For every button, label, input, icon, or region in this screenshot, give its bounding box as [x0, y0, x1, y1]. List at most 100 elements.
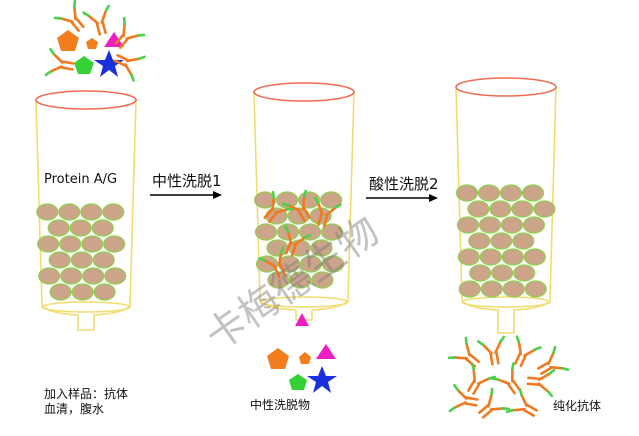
- bead: [512, 232, 535, 250]
- bead: [267, 271, 290, 289]
- neutral-eluate-group: [267, 344, 337, 393]
- bead: [58, 203, 81, 221]
- column-rim: [455, 77, 557, 97]
- antibody-icon: [505, 335, 542, 372]
- antibody-icon: [476, 335, 510, 368]
- bead: [103, 235, 126, 253]
- antibody-icon: [532, 345, 570, 384]
- column-rim: [253, 82, 355, 102]
- bead: [511, 200, 534, 218]
- bead: [310, 239, 333, 257]
- bead: [320, 191, 343, 209]
- column-3: [455, 77, 557, 334]
- orange-pentagon-icon: [86, 38, 98, 49]
- purified-antibody-label: 纯化抗体: [553, 398, 601, 413]
- bead: [70, 251, 93, 269]
- bead: [254, 191, 277, 209]
- sample-label-line2: 血清，腹水: [44, 402, 104, 416]
- antibody-icon: [53, 0, 93, 39]
- antibody-icon: [505, 387, 543, 426]
- column-body: [455, 86, 557, 334]
- arrow-step-1: [150, 191, 222, 199]
- green-pentagon-icon: [74, 56, 94, 74]
- bead: [480, 280, 503, 298]
- arrow-step-2: [366, 194, 438, 202]
- bead: [321, 255, 345, 273]
- bead: [478, 216, 501, 234]
- bead: [81, 235, 104, 253]
- bead: [102, 203, 125, 221]
- bead: [49, 283, 72, 301]
- bead: [92, 251, 115, 269]
- column-rim: [35, 90, 137, 110]
- bead: [500, 216, 523, 234]
- bead: [60, 267, 83, 285]
- purified-antibodies: [447, 335, 570, 427]
- bead: [513, 264, 536, 282]
- bead: [458, 280, 481, 298]
- bead: [521, 184, 545, 202]
- bead: [298, 223, 322, 241]
- sample-label-line1: 加入样品：抗体: [44, 386, 128, 401]
- bead: [299, 255, 323, 273]
- orange-pentagon-icon: [267, 348, 289, 369]
- antibody-icon: [44, 47, 77, 81]
- orange-pentagon-icon: [299, 352, 311, 364]
- bead: [477, 184, 501, 202]
- bead: [479, 248, 502, 266]
- bead: [501, 248, 524, 266]
- bead: [491, 264, 514, 282]
- bead: [91, 219, 114, 237]
- bead: [320, 223, 344, 241]
- bead: [36, 203, 59, 221]
- bead: [276, 191, 299, 209]
- blue-star-icon: [94, 50, 124, 77]
- antibody-icon: [471, 387, 511, 427]
- bead: [523, 248, 546, 266]
- magenta-triangle-icon: [295, 313, 309, 326]
- column-base-ellipse: [461, 296, 551, 308]
- antibody-icon: [458, 362, 497, 400]
- bead: [489, 200, 512, 218]
- bead: [467, 200, 490, 218]
- bead: [533, 200, 556, 218]
- bead: [80, 203, 103, 221]
- bead: [59, 235, 82, 253]
- bead: [524, 280, 547, 298]
- blue-star-icon: [307, 366, 337, 393]
- bead: [104, 267, 127, 285]
- step-1-label: 中性洗脱1: [152, 172, 222, 190]
- step-2-label: 酸性洗脱2: [369, 175, 439, 193]
- green-pentagon-icon: [289, 374, 307, 390]
- antibody-icon: [525, 366, 556, 398]
- bead: [254, 223, 278, 241]
- bead: [468, 232, 491, 250]
- bead: [266, 239, 289, 257]
- sample-mixture: [44, 0, 146, 82]
- bead: [311, 271, 334, 289]
- bead: [37, 235, 60, 253]
- magenta-triangle-icon: [104, 32, 124, 47]
- column-body: [35, 99, 137, 331]
- column-1-label: Protein A/G: [44, 172, 117, 187]
- column-1: [35, 90, 137, 331]
- bead: [38, 267, 61, 285]
- bead: [456, 216, 479, 234]
- column-base-ellipse: [259, 296, 349, 308]
- bead: [82, 267, 105, 285]
- antibody-icon: [82, 4, 117, 39]
- bead: [490, 232, 513, 250]
- column-base-ellipse: [41, 301, 131, 313]
- bead: [48, 251, 71, 269]
- bead: [499, 184, 523, 202]
- magenta-triangle-icon: [316, 344, 336, 359]
- bead: [47, 219, 70, 237]
- bead: [289, 271, 312, 289]
- bead: [455, 184, 479, 202]
- bead: [502, 280, 525, 298]
- bead: [69, 219, 92, 237]
- bead: [522, 216, 546, 234]
- orange-pentagon-icon: [57, 30, 79, 51]
- bead: [457, 248, 480, 266]
